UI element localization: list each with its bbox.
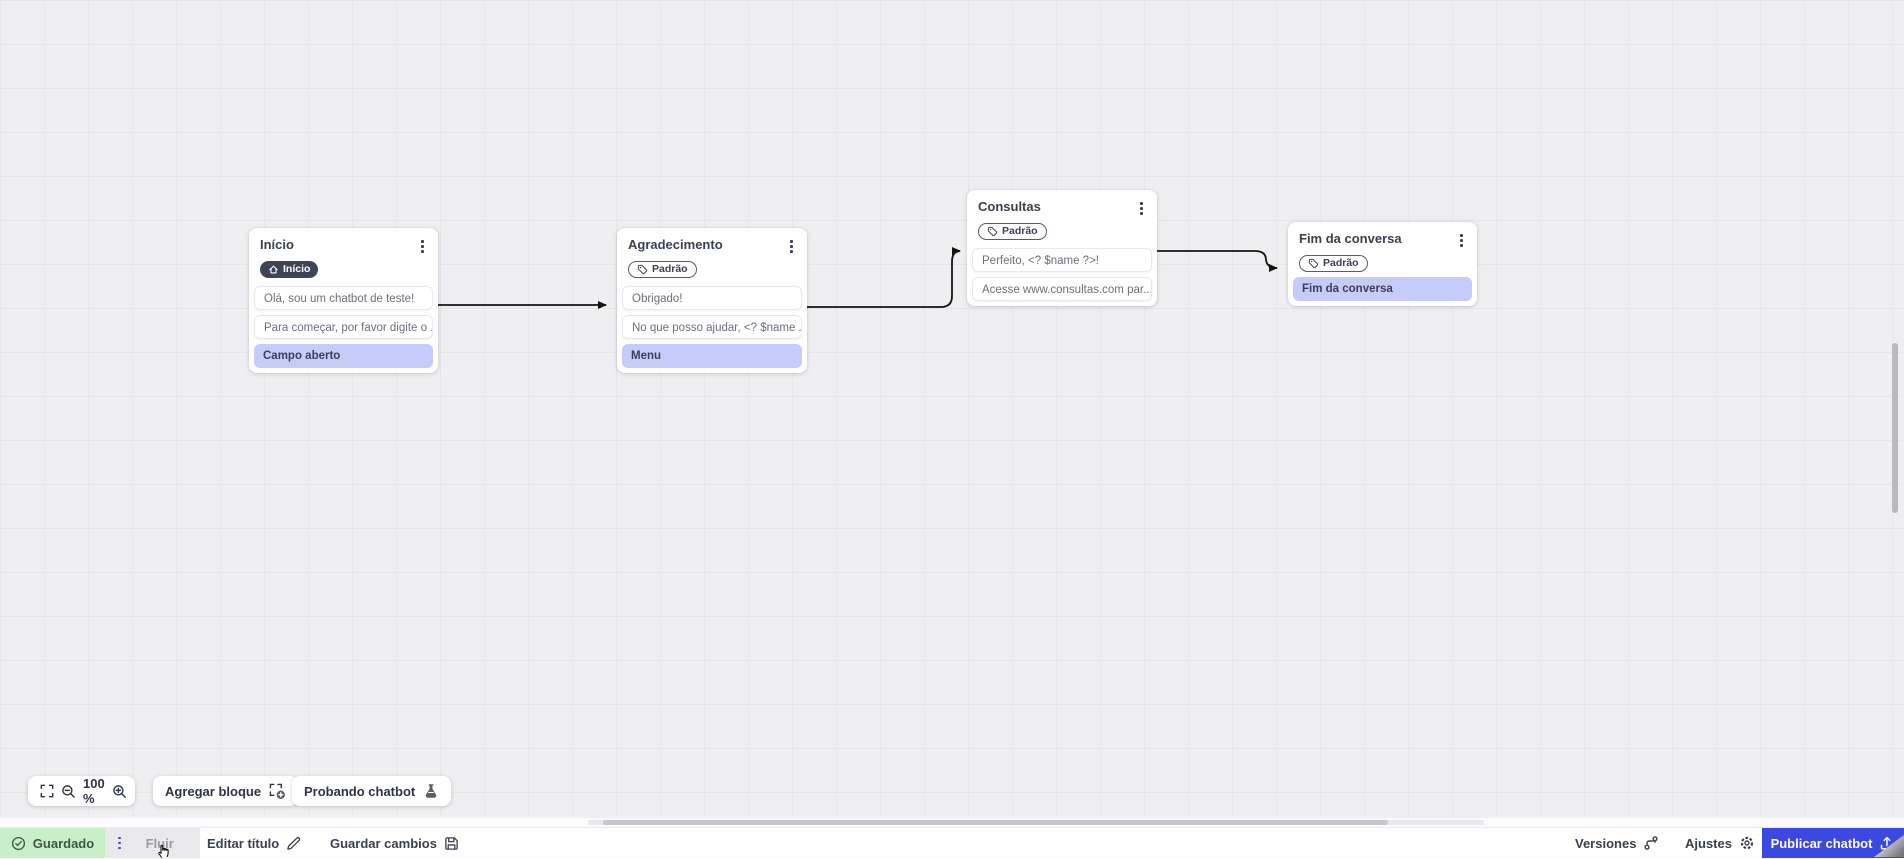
node-menu-kebab-icon[interactable] <box>1136 200 1147 217</box>
tab-kebab-icon[interactable] <box>118 836 121 850</box>
flow-canvas[interactable]: Início Início Olá, sou um chatbot de tes… <box>0 0 1904 822</box>
home-icon <box>268 264 279 275</box>
save-icon <box>444 836 459 851</box>
node-title: Fim da conversa <box>1299 231 1402 246</box>
message-row[interactable]: No que posso ajudar, <? $name ... <box>622 314 802 339</box>
fit-view-icon[interactable] <box>40 784 54 798</box>
flow-tab-label: Fluir <box>145 835 174 851</box>
zoom-out-icon[interactable] <box>61 784 76 799</box>
edit-title-button[interactable]: Editar título <box>207 828 301 858</box>
add-block-icon <box>269 783 286 800</box>
saved-label: Guardado <box>32 835 95 851</box>
node-title: Início <box>260 237 294 252</box>
message-row[interactable]: Para começar, por favor digite o ... <box>254 314 433 339</box>
vertical-scrollbar-thumb[interactable] <box>1892 343 1898 513</box>
tag-icon <box>987 226 998 237</box>
settings-label: Ajustes <box>1685 835 1732 851</box>
horizontal-scrollbar-thumb[interactable] <box>603 820 1388 825</box>
edge-consultas-fim <box>1157 250 1278 272</box>
versions-label: Versiones <box>1575 835 1637 851</box>
versions-button[interactable]: Versiones <box>1575 828 1659 858</box>
action-row[interactable]: Campo aberto <box>254 343 433 368</box>
flask-icon <box>423 783 439 799</box>
add-block-label: Agregar bloque <box>165 783 262 799</box>
badge-label: Padrão <box>1002 225 1038 238</box>
flow-node-fim-da-conversa[interactable]: Fim da conversa Padrão Fim da conversa <box>1288 222 1477 306</box>
flow-edges <box>438 247 1278 309</box>
node-rows: Olá, sou um chatbot de teste! Para começ… <box>254 285 433 368</box>
badge-label: Padrão <box>1323 257 1359 270</box>
upload-icon <box>1879 835 1895 851</box>
zoom-controls: 100 % <box>28 776 135 806</box>
tag-icon <box>1308 258 1319 269</box>
message-row[interactable]: Olá, sou um chatbot de teste! <box>254 285 433 310</box>
node-header: Agradecimento <box>622 237 802 255</box>
save-changes-button[interactable]: Guardar cambios <box>330 828 459 858</box>
message-row[interactable]: Acesse www.consultas.com par... <box>972 276 1152 301</box>
node-type-badge: Padrão <box>1299 254 1368 272</box>
node-rows: Fim da conversa <box>1293 276 1472 301</box>
node-type-badge: Início <box>260 260 319 278</box>
save-changes-label: Guardar cambios <box>330 835 437 851</box>
action-row[interactable]: Fim da conversa <box>1293 276 1472 301</box>
flow-node-inicio[interactable]: Início Início Olá, sou um chatbot de tes… <box>249 228 438 373</box>
zoom-in-icon[interactable] <box>112 784 127 799</box>
git-branch-icon <box>1643 835 1659 851</box>
publish-label: Publicar chatbot <box>1770 835 1873 851</box>
badge-label: Início <box>283 263 311 276</box>
node-header: Fim da conversa <box>1293 231 1472 249</box>
add-block-button[interactable]: Agregar bloque <box>153 776 299 806</box>
tab-flow[interactable]: Fluir <box>105 828 200 858</box>
node-menu-kebab-icon[interactable] <box>417 238 428 255</box>
message-row[interactable]: Perfeito, <? $name ?>! <box>972 247 1152 272</box>
saved-status-badge: Guardado <box>0 828 105 858</box>
action-row[interactable]: Menu <box>622 343 802 368</box>
bottom-status-bar: Guardado Fluir Editar título Guardar cam… <box>0 827 1904 858</box>
edge-agradecimento-consultas <box>807 247 961 308</box>
node-type-badge: Padrão <box>628 260 697 278</box>
check-circle-icon <box>11 836 26 851</box>
settings-button[interactable]: Ajustes <box>1685 828 1755 858</box>
message-row[interactable]: Obrigado! <box>622 285 802 310</box>
node-rows: Perfeito, <? $name ?>! Acesse www.consul… <box>972 247 1152 301</box>
node-menu-kebab-icon[interactable] <box>1456 232 1467 249</box>
gear-icon <box>1739 835 1755 851</box>
pencil-icon <box>286 836 301 851</box>
test-chatbot-button[interactable]: Probando chatbot <box>292 776 452 806</box>
node-type-badge: Padrão <box>978 222 1047 240</box>
node-title: Agradecimento <box>628 237 723 252</box>
node-header: Início <box>254 237 433 255</box>
test-chatbot-label: Probando chatbot <box>304 783 416 799</box>
edit-title-label: Editar título <box>207 835 280 851</box>
flow-node-agradecimento[interactable]: Agradecimento Padrão Obrigado! No que po… <box>617 228 807 373</box>
badge-label: Padrão <box>652 263 688 276</box>
node-title: Consultas <box>978 199 1041 214</box>
zoom-level: 100 % <box>83 776 105 806</box>
node-menu-kebab-icon[interactable] <box>786 238 797 255</box>
flow-node-consultas[interactable]: Consultas Padrão Perfeito, <? $name ?>! … <box>967 190 1157 306</box>
publish-chatbot-button[interactable]: Publicar chatbot <box>1762 828 1904 858</box>
node-header: Consultas <box>972 199 1152 217</box>
node-rows: Obrigado! No que posso ajudar, <? $name … <box>622 285 802 368</box>
tag-icon <box>637 264 648 275</box>
